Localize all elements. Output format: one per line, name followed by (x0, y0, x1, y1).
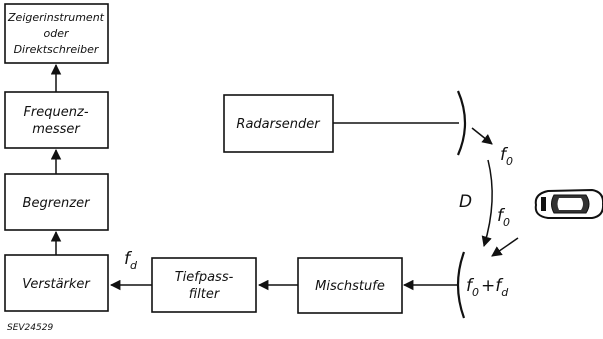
f0-symbol-reflected: f0 (497, 206, 510, 229)
emitted-wave-arrow (471, 127, 493, 145)
receive-antenna-reflector (456, 251, 466, 319)
amplifier-label: Verstärker (22, 277, 91, 292)
frequency-meter-label-line2: messer (32, 122, 81, 137)
lowpass-filter-block: Tiefpass- filter (151, 257, 257, 313)
amplifier-block: Verstärker (4, 254, 109, 312)
display-instrument-label-line3: Direktschreiber (14, 43, 100, 56)
frequency-meter-label-line1: Frequenz- (23, 105, 88, 120)
fd-symbol-amplifier: fd (124, 249, 138, 272)
lowpass-filter-label-line2: filter (189, 287, 221, 302)
display-instrument-label-line2: oder (43, 27, 69, 40)
limiter-block: Begrenzer (4, 173, 109, 231)
display-instrument-block: Zeigerinstrument oder Direktschreiber (4, 3, 109, 64)
reflected-wave-arrow (491, 237, 519, 257)
radar-transmitter-label: Radarsender (236, 117, 321, 132)
received-frequency-label: f0+fd (466, 276, 509, 299)
propagation-path-arrow (481, 159, 493, 248)
transmit-antenna-reflector (456, 90, 467, 156)
limiter-label: Begrenzer (23, 196, 92, 211)
mixer-label: Mischstufe (315, 279, 385, 294)
mixer-block: Mischstufe (297, 257, 403, 314)
radar-transmitter-block: Radarsender (223, 94, 334, 153)
car-icon (534, 188, 603, 219)
lowpass-filter-label-line1: Tiefpass- (175, 270, 234, 285)
figure-reference-code: SEV24529 (7, 323, 53, 333)
frequency-meter-block: Frequenz- messer (4, 91, 109, 149)
f0-symbol-emitted: f0 (500, 145, 513, 168)
display-instrument-label-line1: Zeigerinstrument (7, 11, 105, 24)
distance-label: D (459, 192, 472, 212)
